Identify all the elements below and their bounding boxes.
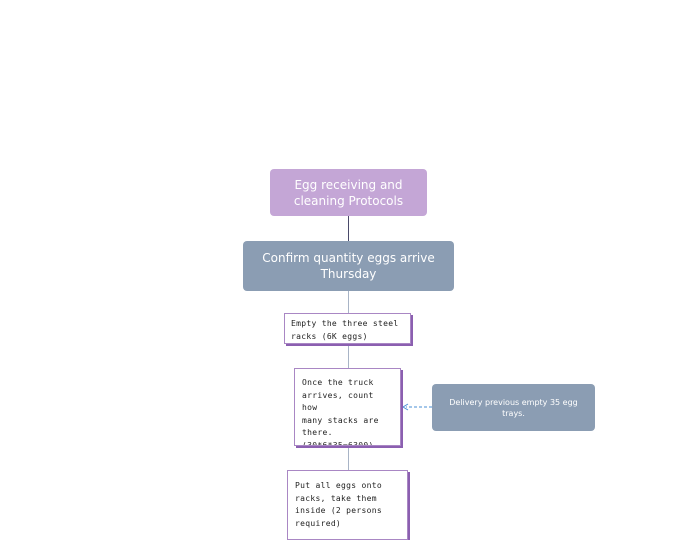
root-node-label: Egg receiving and cleaning Protocols: [293, 177, 404, 208]
mind-map: Egg receiving and cleaning Protocols Con…: [243, 169, 595, 540]
step-node-empty-racks[interactable]: Empty the three steel racks (6K eggs): [284, 313, 411, 344]
side-note-node[interactable]: Delivery previous empty 35 egg trays.: [432, 384, 595, 431]
main-topic-label: Confirm quantity eggs arrive Thursday: [262, 251, 435, 281]
connectors: [348, 216, 432, 470]
step-node-count-stacks[interactable]: Once the truck arrives, count how many s…: [294, 368, 401, 446]
arrow-head-icon: [402, 403, 409, 411]
main-topic-node[interactable]: Confirm quantity eggs arrive Thursday: [243, 241, 454, 291]
step-node-put-eggs-on-racks[interactable]: Put all eggs onto racks, take them insid…: [287, 470, 408, 540]
root-node[interactable]: Egg receiving and cleaning Protocols: [270, 169, 427, 216]
side-note-label: Delivery previous empty 35 egg trays.: [449, 397, 578, 418]
